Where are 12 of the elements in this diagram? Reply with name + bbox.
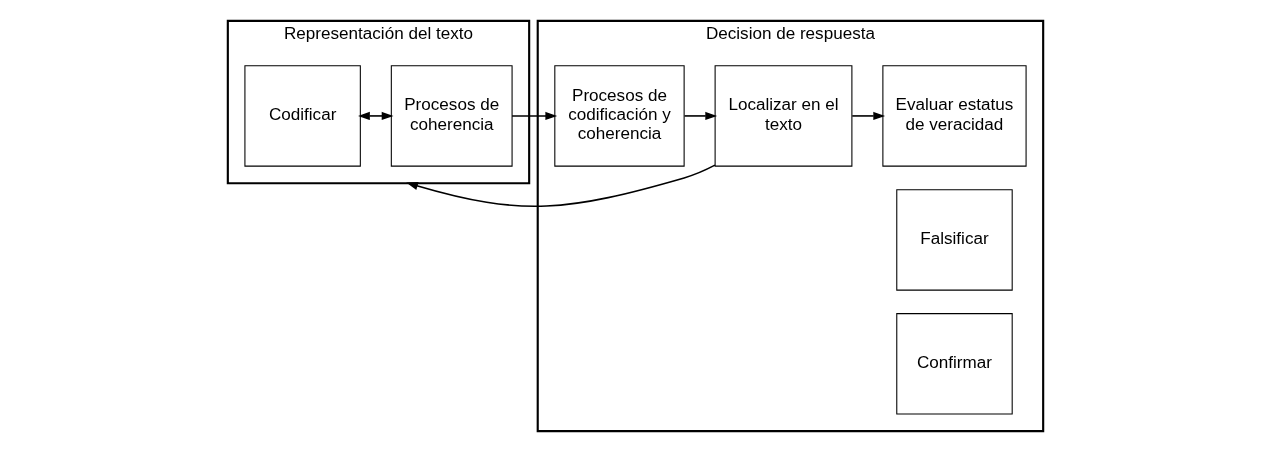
node-box: Procesos de coherencia (390, 65, 513, 167)
node-box: Procesos de codificación y coherencia (554, 65, 685, 167)
node-box: Falsificar (896, 189, 1013, 291)
arrow (851, 111, 886, 121)
node-box: Evaluar estatus de veracidad (882, 65, 1027, 167)
node-box: Codificar (244, 65, 361, 167)
arrow (358, 111, 394, 121)
node-box: Localizar en el texto (714, 65, 853, 167)
node-box: Confirmar (896, 313, 1013, 415)
arrow (406, 164, 716, 207)
arrow (683, 111, 718, 121)
arrow (511, 111, 558, 121)
